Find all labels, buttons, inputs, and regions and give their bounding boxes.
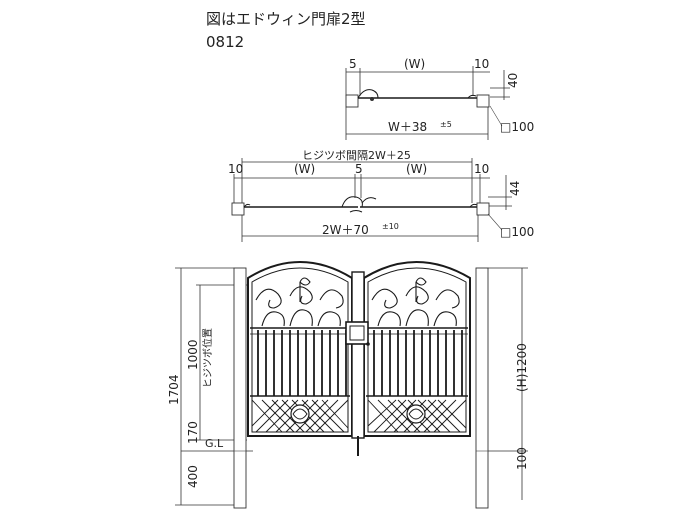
- right-gate-leaf: [363, 261, 471, 437]
- double-width-right: (W): [406, 162, 427, 176]
- total-height: 1704: [167, 374, 181, 405]
- hinge-pitch: ヒジツボ間隔2W＋25: [302, 149, 411, 162]
- single-gate-plan: 5 (W) 10 40 W＋38 ±5 □100: [345, 57, 534, 140]
- double-total-tolerance: ±10: [382, 222, 399, 231]
- embed-depth: 400: [186, 465, 200, 488]
- single-width: (W): [404, 57, 425, 71]
- double-gate-plan: ヒジツボ間隔2W＋25 10 (W) 5 (W) 10 44 2W＋70 ±: [228, 149, 534, 242]
- left-gate-leaf: [247, 261, 353, 437]
- double-center-gap: 5: [355, 162, 363, 176]
- double-right-post: [476, 202, 490, 216]
- gate-height: (H)1200: [515, 343, 529, 392]
- left-post: [233, 267, 247, 509]
- single-right-post: [476, 94, 490, 108]
- right-post: [475, 267, 489, 509]
- hinge-position-label: ヒジツボ位置: [201, 328, 214, 388]
- double-post-size: □100: [500, 225, 534, 239]
- double-total: 2W＋70: [322, 223, 369, 237]
- center-stile: [351, 271, 365, 439]
- double-width-left: (W): [294, 162, 315, 176]
- foundation-depth: 100: [515, 447, 529, 470]
- double-right-gap: 10: [474, 162, 489, 176]
- single-depth: 40: [506, 73, 520, 88]
- drawing-title: 図はエドウィン門扉2型: [206, 10, 366, 28]
- single-left-gap: 5: [349, 57, 357, 71]
- single-post-size: □100: [500, 120, 534, 134]
- single-right-gap: 10: [474, 57, 489, 71]
- gate-elevation: 1704 1000 ヒジツボ位置 170 G.L 400 (H)1200 100: [167, 261, 529, 509]
- hinge-height: 1000: [186, 339, 200, 370]
- double-depth: 44: [508, 181, 522, 196]
- latch-box: [345, 321, 369, 345]
- ground-level-label: G.L: [205, 437, 224, 450]
- bottom-clearance: 170: [186, 421, 200, 444]
- double-left-post: [231, 202, 245, 216]
- single-total: W＋38: [388, 120, 427, 134]
- single-left-post: [345, 94, 359, 108]
- single-total-tolerance: ±5: [440, 120, 452, 129]
- model-code: 0812: [206, 33, 244, 51]
- double-left-gap: 10: [228, 162, 243, 176]
